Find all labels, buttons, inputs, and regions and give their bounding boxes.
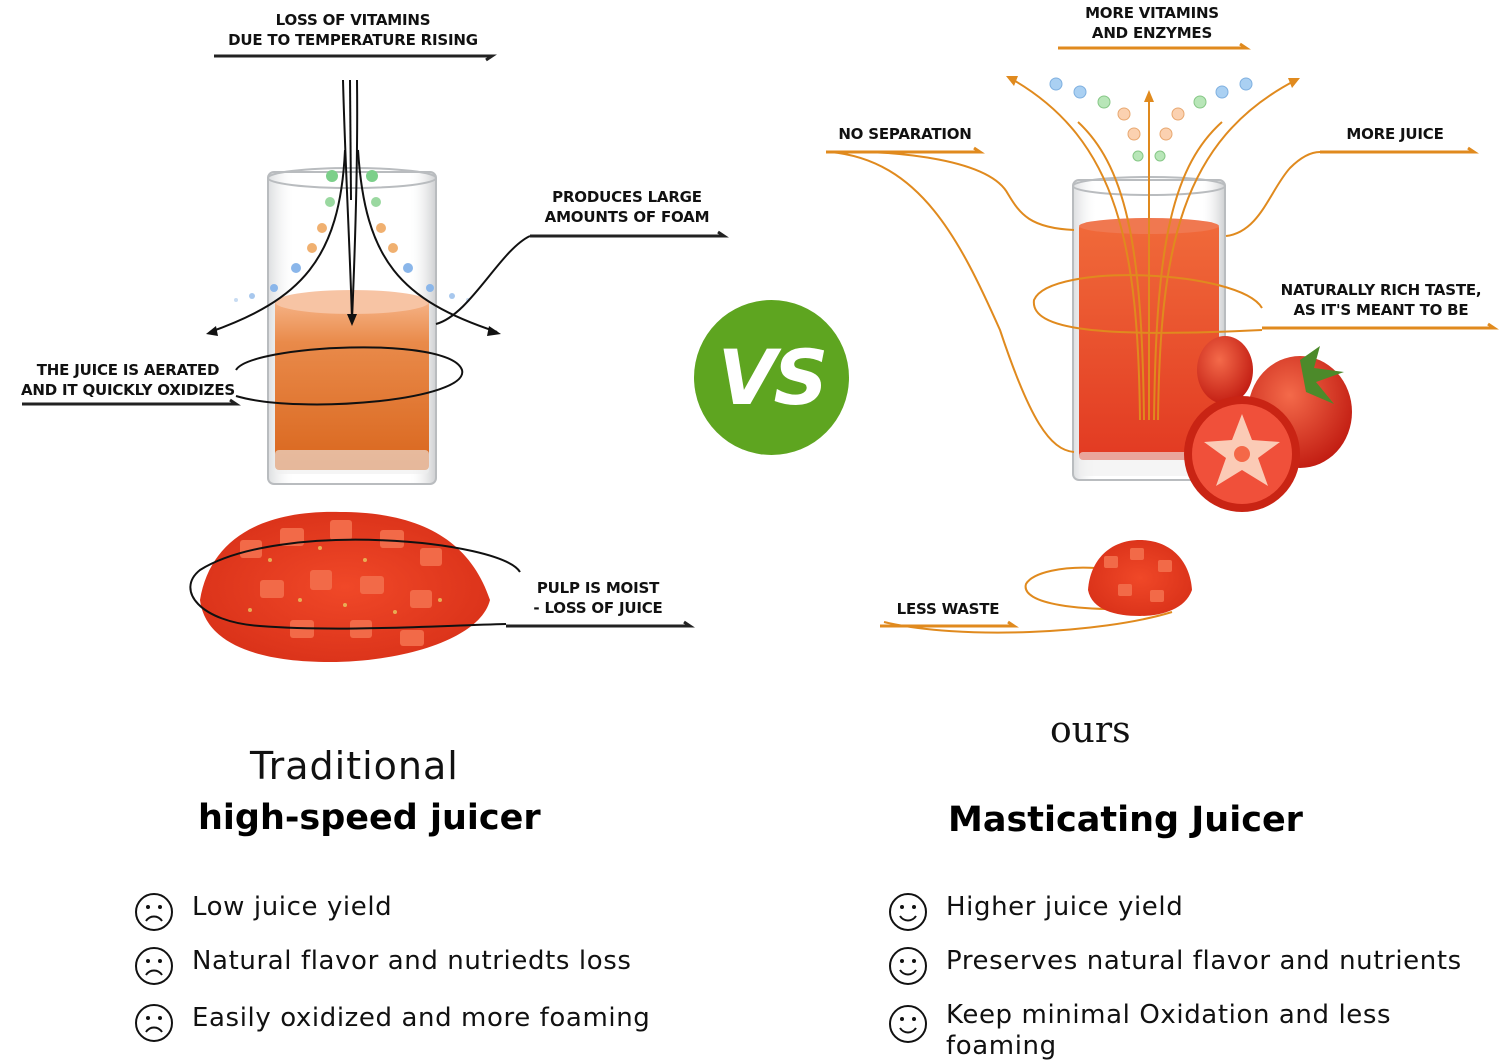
callout-line: NO SEPARATION	[838, 125, 972, 143]
callout-pulp: PULP IS MOIST - LOSS OF JUICE	[510, 578, 686, 618]
callout-line: LESS WASTE	[896, 600, 1000, 618]
tomatoes	[1184, 336, 1352, 512]
masticating-juicer-heading: Masticating Juicer	[948, 800, 1303, 840]
vitamin-particles-right	[1049, 77, 1253, 162]
moist-pulp-pile	[189, 511, 521, 662]
callout-lines-left	[235, 235, 531, 406]
drawback-text: Natural flavor and nutriedts loss	[192, 946, 632, 976]
benefit-text: Preserves natural flavor and nutrients	[946, 946, 1462, 976]
sad-face-icon	[135, 1004, 173, 1042]
callout-line: PRODUCES LARGE	[552, 188, 702, 206]
callout-line: AMOUNTS OF FOAM	[544, 208, 710, 226]
smile-face-icon	[889, 1005, 927, 1043]
callout-line: THE JUICE IS AERATED	[36, 361, 220, 379]
callout-more-vitamins: MORE VITAMINS AND ENZYMES	[1058, 3, 1246, 43]
callout-line: PULP IS MOIST	[536, 579, 660, 597]
drawback-text: Easily oxidized and more foaming	[192, 1003, 651, 1033]
vitamin-arrows-right	[1009, 77, 1297, 421]
callout-no-separation: NO SEPARATION	[826, 124, 984, 144]
callout-more-juice: MORE JUICE	[1320, 124, 1470, 144]
list-item: Preserves natural flavor and nutrients	[888, 946, 1462, 986]
callout-foam: PRODUCES LARGE AMOUNTS OF FOAM	[530, 187, 724, 227]
callout-rich-taste: NATURALLY RICH TASTE, AS IT'S MEANT TO B…	[1262, 280, 1500, 320]
callout-aerated: THE JUICE IS AERATED AND IT QUICKLY OXID…	[18, 360, 238, 400]
comparison-illustration	[22, 42, 1499, 662]
list-item: Natural flavor and nutriedts loss	[134, 946, 632, 986]
callout-underlines-left	[22, 54, 729, 628]
less-waste-pulp	[1088, 540, 1192, 616]
callout-line: AS IT'S MEANT TO BE	[1293, 301, 1469, 319]
callout-line: - LOSS OF JUICE	[533, 599, 663, 617]
vs-badge: VS	[694, 300, 849, 455]
drawback-text: Low juice yield	[192, 892, 393, 922]
benefit-text: Higher juice yield	[946, 892, 1184, 922]
smile-face-icon	[889, 893, 927, 931]
callout-line: MORE JUICE	[1346, 125, 1444, 143]
smile-face-icon	[889, 947, 927, 985]
list-item: Easily oxidized and more foaming	[134, 1003, 650, 1043]
vitamin-particles-left	[234, 170, 470, 302]
callout-line: DUE TO TEMPERATURE RISING	[228, 31, 478, 49]
benefit-text: Keep minimal Oxidation and less foaming	[946, 1000, 1392, 1061]
callout-less-waste: LESS WASTE	[880, 599, 1016, 619]
ours-label: ours	[1050, 710, 1131, 751]
callout-underlines-right	[826, 42, 1499, 628]
callout-line: NATURALLY RICH TASTE,	[1280, 281, 1482, 299]
sad-face-icon	[135, 947, 173, 985]
traditional-heading: Traditional	[250, 744, 459, 788]
callout-line: AND ENZYMES	[1091, 24, 1213, 42]
callout-line: MORE VITAMINS	[1085, 4, 1219, 22]
callout-line: LOSS OF VITAMINS	[275, 11, 431, 29]
heat-arrows-left	[209, 79, 498, 333]
list-item: Low juice yield	[134, 892, 392, 932]
sad-face-icon	[135, 893, 173, 931]
callout-vitamin-loss: LOSS OF VITAMINS DUE TO TEMPERATURE RISI…	[214, 10, 492, 50]
high-speed-juicer-heading: high-speed juicer	[198, 798, 541, 838]
callout-line: AND IT QUICKLY OXIDIZES	[20, 381, 236, 399]
vs-label: VS	[717, 333, 829, 422]
list-item: Keep minimal Oxidation and less foaming	[888, 1000, 1448, 1062]
list-item: Higher juice yield	[888, 892, 1183, 932]
